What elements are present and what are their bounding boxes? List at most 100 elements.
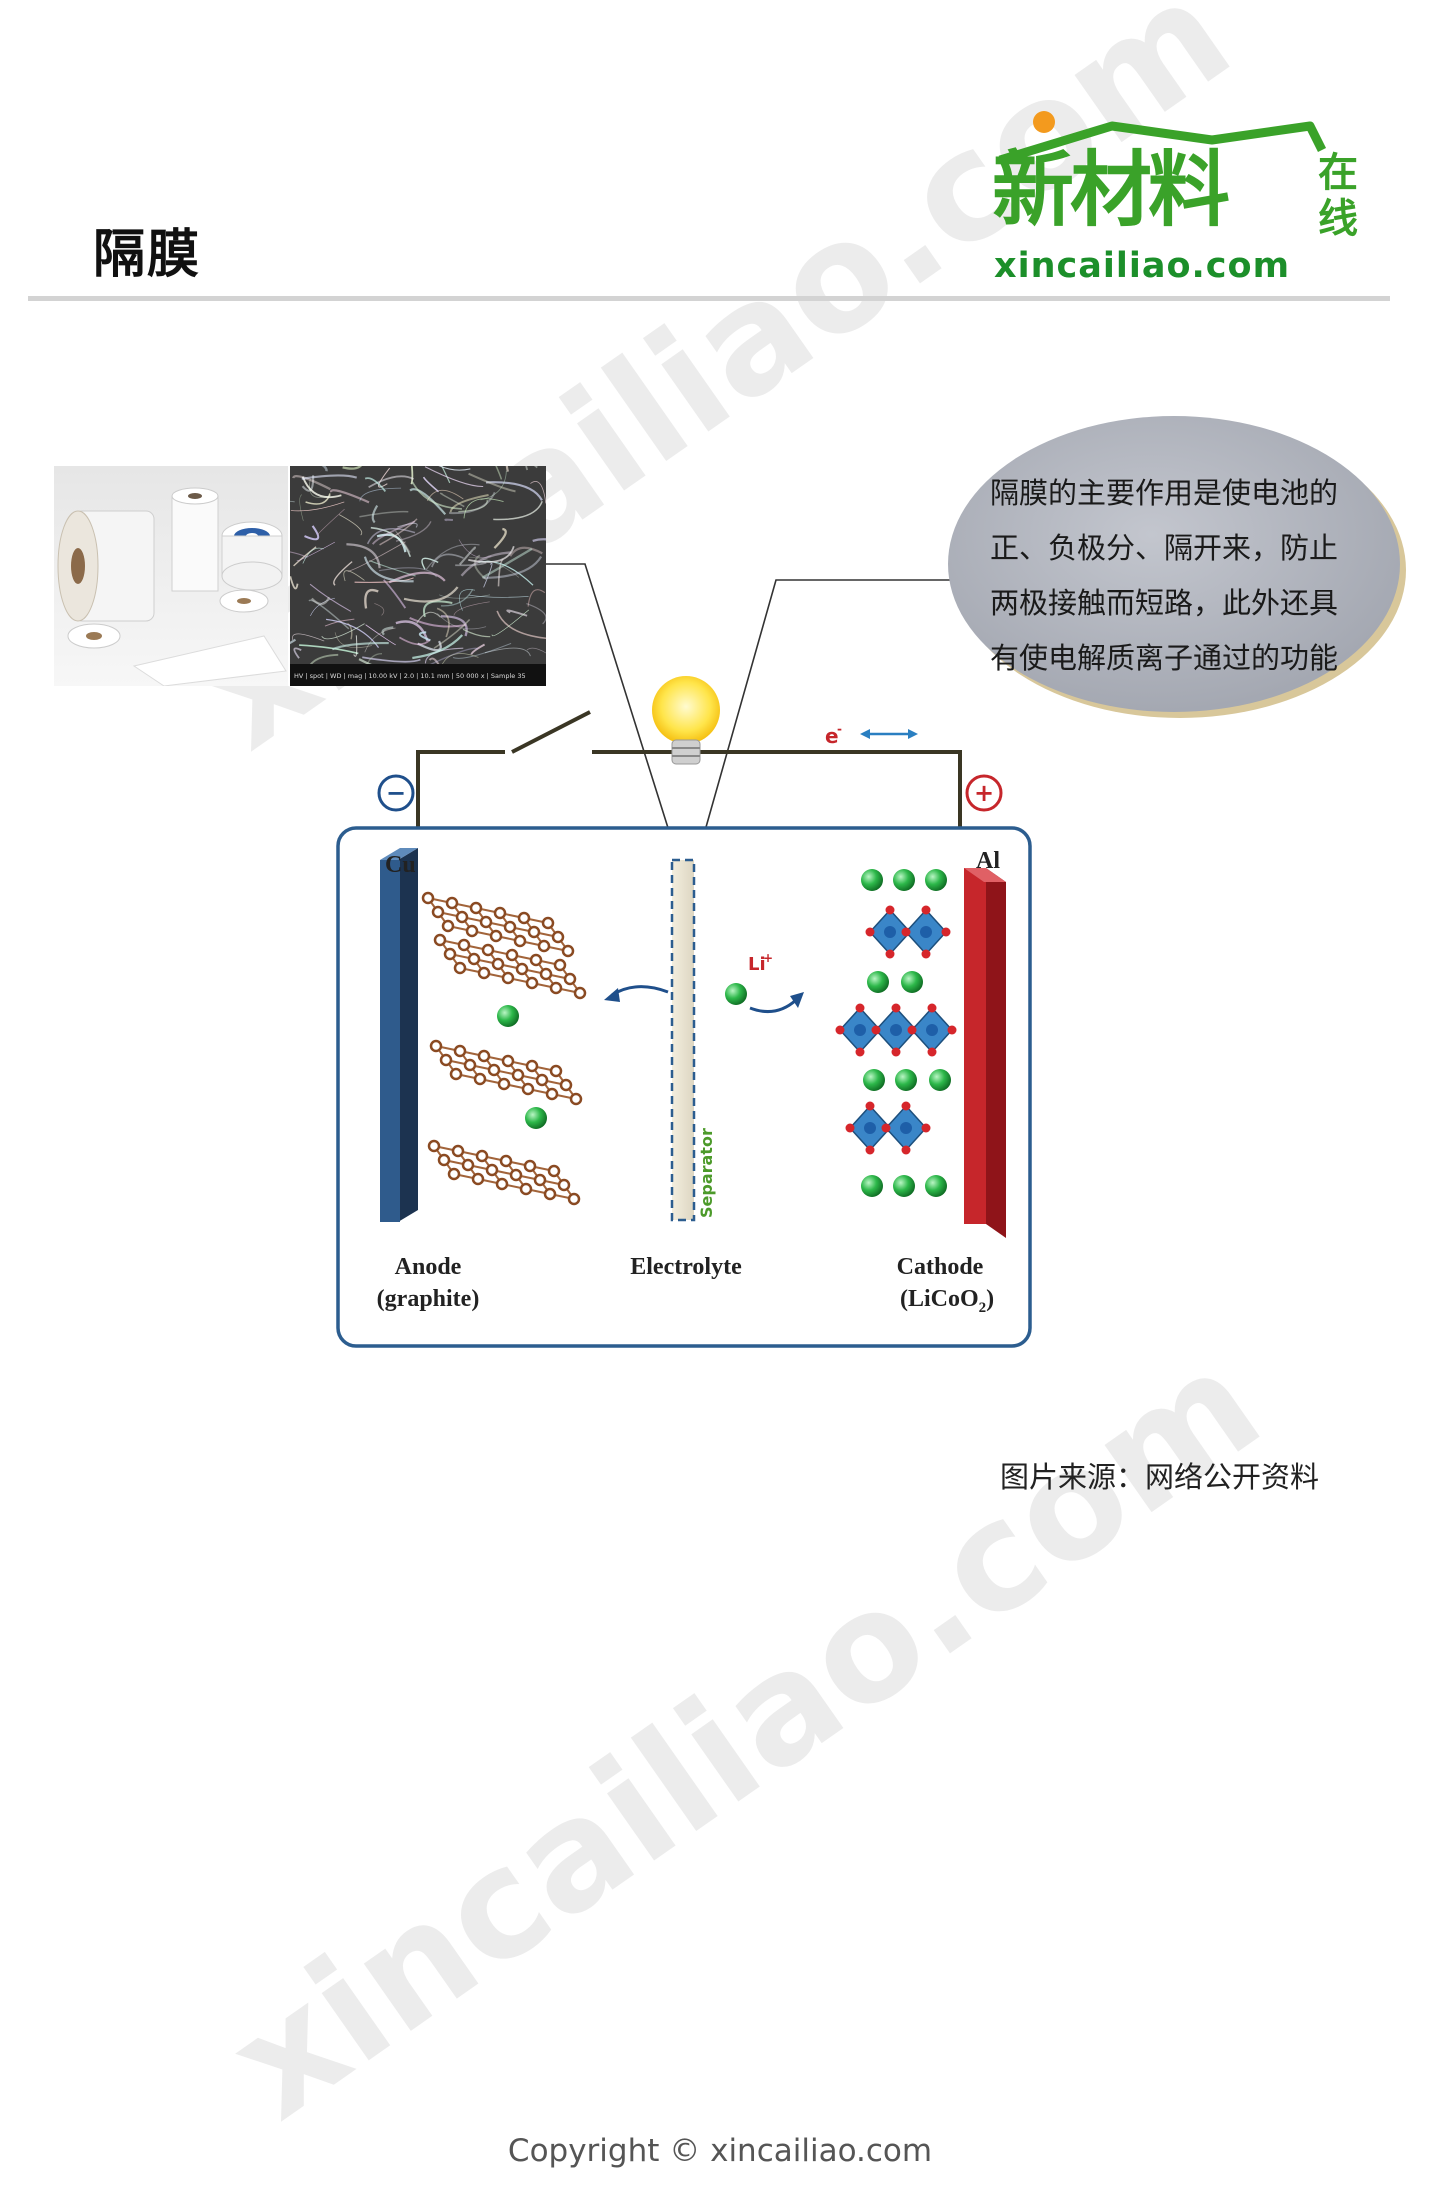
sem-fiber [460,551,512,577]
sem-fiber [418,631,431,642]
sem-fiber [366,528,416,545]
carbon-atom [517,911,531,925]
oxygen-atom [845,1123,855,1133]
li-ion-label: Li [748,954,766,975]
minus-sign: − [386,779,406,807]
carbon-atom [433,933,447,947]
sem-fiber [317,508,345,535]
sem-fiber [359,487,402,502]
electrolyte-label: Electrolyte [630,1254,742,1280]
sem-fiber [459,589,476,611]
carbon-atom [429,1039,443,1053]
sem-fiber [292,633,325,642]
sem-fiber [409,488,447,516]
carbon-atom [547,1164,561,1178]
carbon-atom [525,1059,539,1073]
circuit-wire [416,710,962,850]
graphite-layers [421,891,587,1206]
carbon-atom [525,976,539,990]
sem-fiber [411,481,462,510]
sem-fiber [321,466,328,472]
oxygen-atom [901,927,911,937]
sem-fiber [496,610,546,639]
sem-fiber [290,501,345,512]
carbon-atom [505,948,519,962]
sem-fiber [364,627,396,653]
sem-fiber [309,478,332,499]
sem-fiber [299,494,304,521]
sem-fiber [509,546,543,557]
sem-fiber [301,476,342,499]
carbon-atom [515,962,529,976]
sem-fiber [302,547,324,564]
sem-fiber [305,493,331,505]
carbon-atom [427,1139,441,1153]
callout-bubble [948,416,1406,718]
sem-fiber [304,525,320,541]
sem-fiber [525,466,538,471]
sem-fiber [526,602,546,625]
cathode-formula-end: ) [986,1286,994,1312]
oxygen-atom [885,905,895,915]
image-source-caption: 图片来源：网络公开资料 [1000,1460,1320,1494]
cobalt-atom [884,926,896,938]
carbon-atom [553,958,567,972]
negative-terminal-icon: − [377,774,415,812]
sem-fiber [365,624,396,646]
oxygen-atom [901,1145,911,1155]
sem-fiber [422,476,440,493]
carbon-atom [551,930,565,944]
sem-fiber [441,466,451,484]
logo-roof-icon [998,111,1327,165]
cathode-formula-main: (LiCoO [900,1286,979,1312]
carbon-atom [527,925,541,939]
header-divider [28,296,1390,301]
anode-subtitle: (graphite) [377,1286,480,1312]
oxygen-atom [865,927,875,937]
lithium-ion [893,1175,915,1197]
carbon-atom [421,891,435,905]
sem-fiber [343,570,365,582]
sem-fiber [421,557,439,570]
cu-label: Cu [385,852,416,878]
cobalt-atom [900,1122,912,1134]
carbon-atom [449,1067,463,1081]
page-title: 隔膜 [93,225,202,285]
sem-fiber [452,642,512,659]
sem-fiber [409,616,467,628]
plus-sign: + [974,779,994,807]
cobalt-atom [926,1024,938,1036]
sem-fiber [333,561,353,586]
ion-flow-arrow-right [749,998,798,1014]
sem-fiber [371,520,416,545]
carbon-atom [513,934,527,948]
oxygen-atom [891,1047,901,1057]
oxygen-atom [855,1047,865,1057]
sem-fiber [483,555,543,579]
sem-fiber [371,504,379,524]
light-bulb-icon [652,676,720,765]
carbon-atom [451,1144,465,1158]
sem-fiber [403,586,459,603]
carbon-atom [481,943,495,957]
oxygen-atom [921,949,931,959]
sem-fiber [441,589,474,607]
electron-label: e [825,724,839,748]
sem-fiber [417,640,442,652]
sem-fiber [359,510,409,518]
carbon-atom [557,1178,571,1192]
lithium-ion [901,971,923,993]
carbon-atom [453,961,467,975]
sem-fiber [346,543,381,569]
licoo2-lattice [835,869,957,1197]
sem-fiber [424,466,484,488]
cobalt-atom [864,1122,876,1134]
carbon-atom [465,924,479,938]
callout-text: 隔膜的主要作用是使电池的 正、负极分、隔开来，防止 两极接触而短路，此外还具 有… [990,466,1370,686]
sem-fiber [342,466,362,470]
carbon-atom [545,1087,559,1101]
callout-line: 有使电解质离子通过的功能 [990,641,1339,675]
logo-domain: xincailiao.com [994,246,1291,286]
sem-fiber [301,474,358,480]
oxygen-atom [927,1047,937,1057]
